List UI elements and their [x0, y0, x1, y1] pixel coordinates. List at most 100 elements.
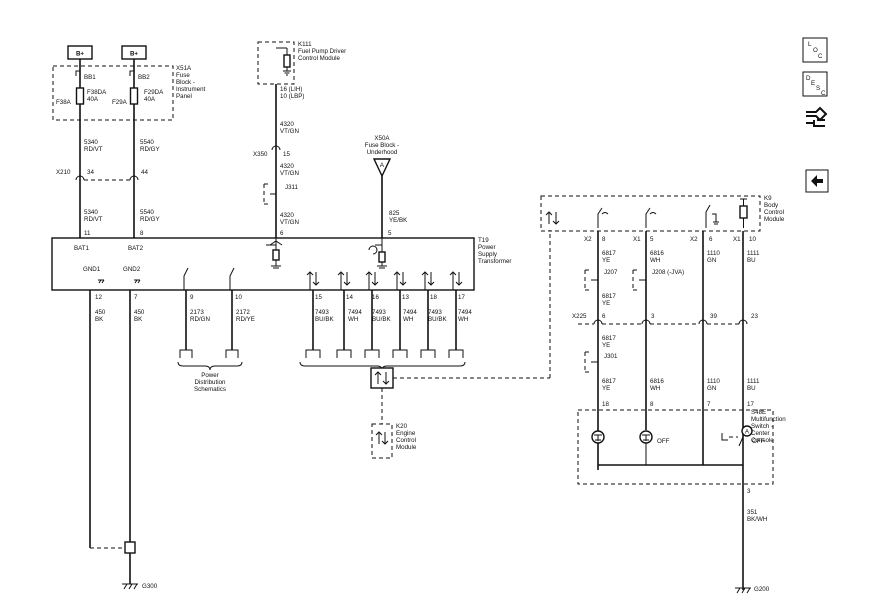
- wires-w5340_b-0-label: 5340: [84, 209, 98, 216]
- power_dist-lines-1-label[interactable]: Distribution: [195, 379, 227, 386]
- wires-w825-0-label: 825: [389, 210, 400, 217]
- nav-desc-l2-label[interactable]: E: [811, 80, 815, 87]
- battery-0-label-label: B+: [76, 51, 84, 58]
- splice-j301: J301: [584, 351, 618, 373]
- s48e-name_lines-3-label: Console: [751, 437, 774, 444]
- s48e-name_lines-2-label: Center: [751, 430, 770, 437]
- fuse_block_ip-name_lines-3-label: Panel: [176, 93, 192, 100]
- battery-bplus-1: B+: [67, 45, 93, 60]
- fuse_block_ip-ref-label: X51A: [176, 65, 192, 72]
- fuse_block_ip-bb1-label: BB1: [84, 74, 96, 81]
- wires-w5340_a-0-label: 5340: [84, 139, 98, 146]
- wires-w7494_c-0-label: 7494: [458, 309, 472, 316]
- s48e-off2-label: OFF: [752, 438, 765, 445]
- x225-pins-3-label: 23: [751, 313, 758, 320]
- wires-w7494_a-1-label: WH: [348, 316, 358, 323]
- wires-w7493_c-1-label: BU/BK: [428, 316, 447, 323]
- fuse_block_ip-bb2-label: BB2: [138, 74, 150, 81]
- fuse_block_ip-name_lines-1-label: Block -: [176, 79, 195, 86]
- j311-ref-label: J311: [285, 184, 299, 191]
- x50a-glyph-label: A: [380, 162, 385, 169]
- k9-ref-label: K9: [764, 195, 772, 202]
- k111-ref-label: K111: [298, 41, 312, 48]
- s48e-pins-2-label: 7: [707, 401, 711, 408]
- j207-ref-label: J207: [604, 269, 618, 276]
- x210-pin_left-label: 34: [87, 169, 94, 176]
- x225-pins-1-label: 3: [651, 313, 655, 320]
- grounds-g300-label: G300: [142, 583, 158, 590]
- wires-w6817_a-1-label: YE: [602, 257, 610, 264]
- wires-w7493_a-0-label: 7493: [315, 309, 329, 316]
- power_dist-lines-0-label[interactable]: Power: [201, 372, 219, 379]
- t19-name_lines-2-label: Transformer: [478, 258, 511, 265]
- nav-loc-l2-label[interactable]: O: [813, 47, 818, 54]
- k111-name_lines-0-label: Fuel Pump Driver: [298, 48, 346, 55]
- k20-name_lines-2-label: Module: [396, 444, 417, 451]
- k9-pins-1-label: 5: [650, 236, 654, 243]
- nav-loc-l1-label[interactable]: L: [808, 41, 812, 48]
- wires-w5540_b-0-label: 5540: [140, 209, 154, 216]
- connector-view-button[interactable]: [803, 104, 828, 132]
- ground-g200: G200: [735, 586, 770, 594]
- j301-ref-label: J301: [604, 353, 618, 360]
- s48e-pins-3-label: 17: [747, 401, 754, 408]
- wires-w1110_b-1-label: GN: [707, 385, 716, 392]
- wires-w4320_a-1-label: VT/GN: [280, 128, 299, 135]
- j208-ref-label: J208 (-JVA): [652, 269, 684, 276]
- wires-w450_a-1-label: BK: [95, 316, 104, 323]
- nav-desc-l1-label[interactable]: D: [806, 75, 811, 82]
- t19-pins_top-1-label: 8: [140, 230, 144, 237]
- t19-pins_bottom-4-label: 15: [315, 294, 322, 301]
- k111-pin_lines-0-label: 16 (LIH): [280, 86, 302, 93]
- wires-w2173-0-label: 2173: [190, 309, 204, 316]
- s48e-pins-0-label: 18: [602, 401, 609, 408]
- wires-w2173-1-label: RD/GN: [190, 316, 210, 323]
- k9-pins-2-label: 6: [709, 236, 713, 243]
- wires-w6817_b-1-label: YE: [602, 300, 610, 307]
- wires-w450_b-0-label: 450: [134, 309, 145, 316]
- k9-conn_labels-2-label: X2: [690, 236, 698, 243]
- wires-w5340_a-1-label: RD/VT: [84, 146, 103, 153]
- wires-w6816_a-1-label: WH: [650, 257, 660, 264]
- nav-loc-l3-label[interactable]: C: [818, 53, 823, 60]
- wires-w5540_a-0-label: 5540: [140, 139, 154, 146]
- k9-name_lines-1-label: Control: [764, 209, 784, 216]
- location-button[interactable]: L O C: [802, 37, 828, 63]
- serial-data-bus-symbol: [370, 367, 394, 389]
- nav-desc-l3-label[interactable]: S: [816, 85, 820, 92]
- x50a-name_lines-1-label: Underhood: [367, 149, 398, 156]
- wires-w351-1-label: BK/WH: [747, 516, 767, 523]
- arrow-left-icon: [811, 175, 823, 187]
- x210-ref-label: X210: [56, 169, 71, 176]
- fuse-block-x51a: X51A Fuse Block - Instrument Panel BB1 F…: [52, 65, 206, 121]
- x225-pins-2-label: 39: [710, 313, 717, 320]
- t19-pins_bottom-3-label: 10: [235, 294, 242, 301]
- description-button[interactable]: D E S C: [802, 71, 828, 97]
- wires-w2172-1-label: RD/YE: [236, 316, 255, 323]
- wires-w6817_a-0-label: 6817: [602, 250, 616, 257]
- wires-w4320_c-0-label: 4320: [280, 212, 294, 219]
- x210-pin_right-label: 44: [141, 169, 148, 176]
- back-button[interactable]: [805, 169, 829, 193]
- connector-plug-icon: [806, 106, 828, 127]
- t19-pins_bottom-0-label: 12: [95, 294, 102, 301]
- k9-conn_labels-0-label: X2: [584, 236, 592, 243]
- fuse_block_ip-fuse2_id-label: F29DA: [144, 89, 164, 96]
- s48e-pins-4-label: 3: [747, 488, 751, 495]
- nav-desc-l4-label[interactable]: C: [821, 90, 826, 97]
- wires-w2172-0-label: 2172: [236, 309, 250, 316]
- x225-ref-label: X225: [572, 313, 587, 320]
- wires-w6816_a-0-label: 6816: [650, 250, 664, 257]
- power-distribution-reference[interactable]: Power Distribution Schematics: [194, 372, 226, 393]
- wires-w5540_a-1-label: RD/GY: [140, 146, 160, 153]
- battery-bplus-2: B+: [121, 45, 147, 60]
- wires-w1111_b-0-label: 1111: [747, 378, 760, 385]
- wires-w4320_b-1-label: VT/GN: [280, 170, 299, 177]
- wires-w6817_d-0-label: 6817: [602, 378, 616, 385]
- ground-stud: [124, 541, 136, 554]
- x350-pin-label: 15: [283, 151, 290, 158]
- power_dist-lines-2-label[interactable]: Schematics: [194, 386, 226, 393]
- grounds-g200-label: G200: [754, 586, 770, 593]
- k20-name_lines-0-label: Engine: [396, 430, 416, 437]
